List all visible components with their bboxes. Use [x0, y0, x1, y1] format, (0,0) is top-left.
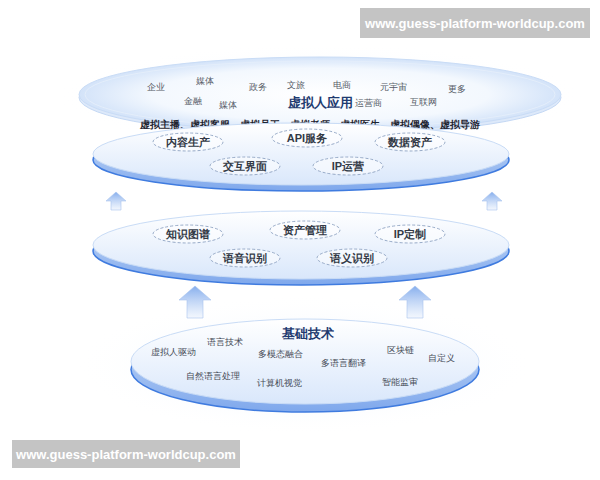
capability-pill: 知识图谱 [152, 224, 224, 244]
item-label: 自然语言处理 [186, 372, 240, 382]
base-glow [75, 295, 535, 435]
capability-pill: 内容生产 [152, 132, 224, 152]
dashed-ellipse [313, 157, 383, 175]
item-label: 互联网 [410, 98, 437, 108]
item-label: 政务 [249, 83, 267, 93]
capability-label: API服务 [287, 132, 327, 144]
dashed-ellipse [153, 133, 223, 151]
item-label: 运营商 [355, 99, 382, 109]
capability-pill: 语音识别 [209, 248, 281, 268]
block-arrow [106, 192, 126, 210]
item-label: 媒体 [219, 101, 237, 111]
block-arrow [399, 286, 431, 318]
disc-face [93, 211, 509, 279]
item-label: 区块链 [387, 346, 414, 356]
watermark: www.guess-platform-worldcup.com [12, 440, 240, 468]
dashed-ellipse [210, 157, 280, 175]
platform-disc: 知识图谱 资产管理 IP定制语音识别 语义识别 [92, 210, 510, 286]
service-disc: 内容生产 API服务 数据资产交互界面 IP运营 [92, 122, 510, 192]
item-label: 智能监审 [382, 378, 418, 388]
layer-title: 虚拟人应用 [288, 96, 353, 110]
item-label: 电商 [333, 81, 351, 91]
capability-label: 内容生产 [166, 136, 210, 148]
item-label: 虚拟人驱动 [151, 348, 196, 358]
capability-label: 知识图谱 [166, 228, 210, 240]
capability-label: 数据资产 [388, 136, 432, 148]
capability-pill: 数据资产 [374, 132, 446, 152]
layer-title: 基础技术 [282, 327, 334, 341]
dashed-ellipse [210, 249, 280, 267]
item-label: 多语言翻译 [321, 359, 366, 369]
disc-inner-ring [85, 61, 555, 128]
item-label: 媒体 [196, 77, 214, 87]
item-label: 多模态融合 [258, 350, 303, 360]
item-label: 企业 [147, 83, 165, 93]
capability-label: IP运营 [332, 160, 364, 172]
capability-pill: IP定制 [374, 224, 446, 244]
item-label: 语言技术 [207, 338, 243, 348]
dashed-ellipse [317, 249, 387, 267]
capability-label: IP定制 [394, 228, 426, 240]
block-arrow [179, 286, 211, 318]
dashed-ellipse [272, 129, 342, 147]
capability-pill: IP运营 [312, 156, 384, 176]
capability-label: 语音识别 [223, 252, 267, 264]
capability-label: 交互界面 [223, 160, 267, 172]
dashed-ellipse [270, 221, 340, 239]
dashed-ellipse [375, 225, 445, 243]
top-glow [55, 44, 585, 148]
capability-pill: API服务 [271, 128, 343, 148]
item-label: 金融 [184, 97, 202, 107]
disc-face [131, 319, 479, 404]
watermark: www.guess-platform-worldcup.com [360, 8, 590, 38]
capability-pill: 交互界面 [209, 156, 281, 176]
item-label: 元宇宙 [380, 83, 407, 93]
capability-label: 语义识别 [330, 252, 374, 264]
foundation-disc: 基础技术语言技术虚拟人驱动 多模态融合 区块链多语言翻译 自定义自然语言处理计算机视觉… [130, 318, 480, 413]
capability-label: 资产管理 [283, 224, 327, 236]
item-label: 文旅 [287, 81, 305, 91]
dashed-ellipse [375, 133, 445, 151]
dashed-ellipse [153, 225, 223, 243]
capability-pill: 语义识别 [316, 248, 388, 268]
capability-pill: 资产管理 [269, 220, 341, 240]
disc-face [79, 57, 561, 132]
block-arrow [482, 192, 502, 210]
item-label: 计算机视觉 [257, 379, 302, 389]
disc-face [93, 123, 509, 185]
item-label: 自定义 [428, 354, 455, 364]
item-label: 更多 [448, 85, 466, 95]
